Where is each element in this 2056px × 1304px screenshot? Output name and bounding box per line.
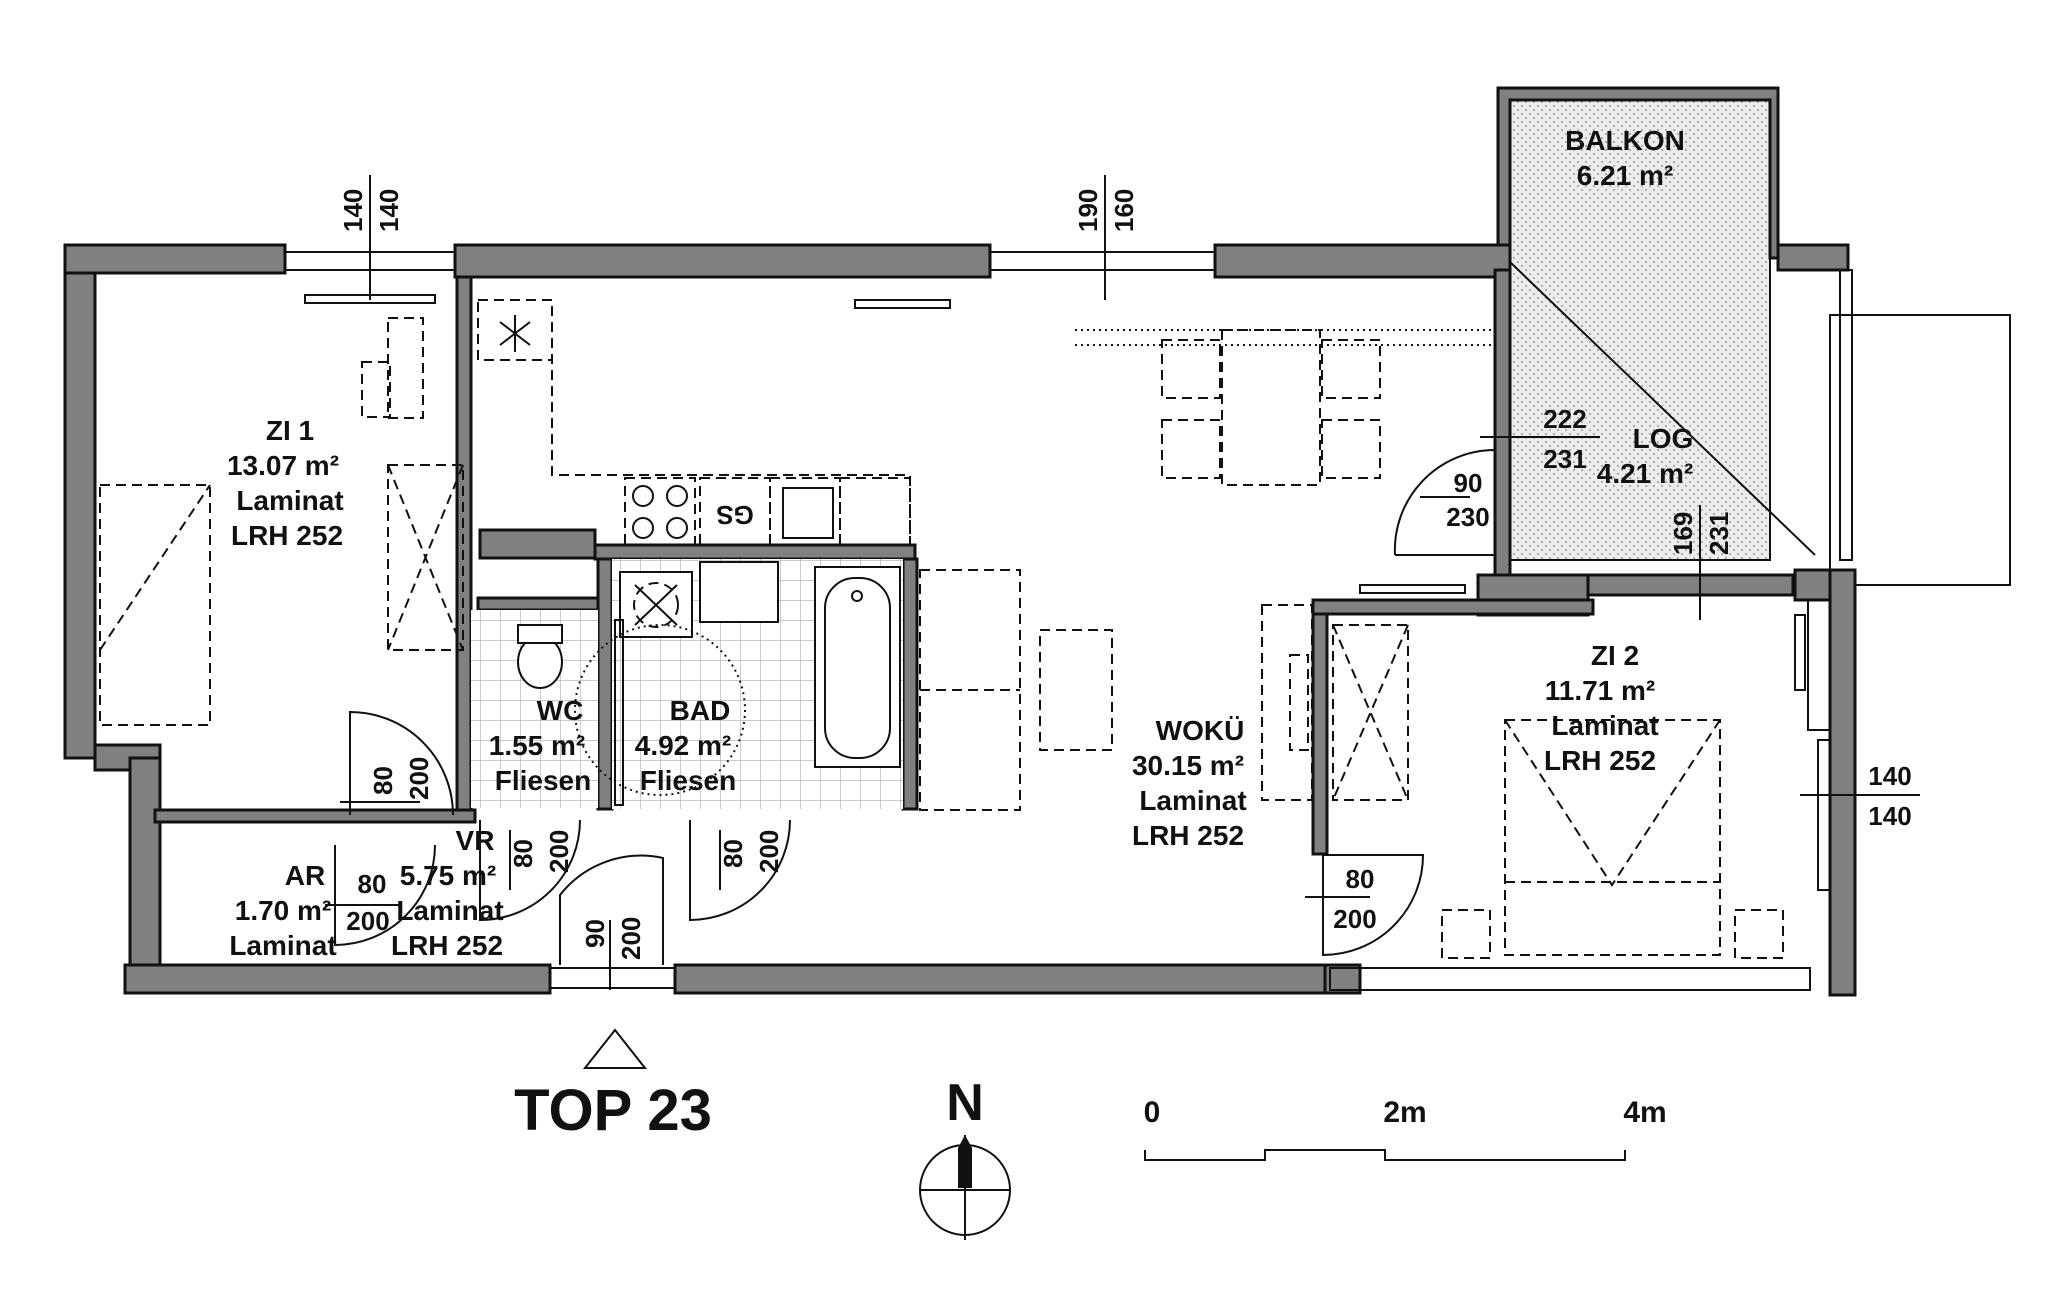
woku-height: LRH 252	[1132, 820, 1244, 851]
dim-door-bad-w: 80	[718, 839, 748, 868]
dim-win-zi2-top: 140	[1868, 761, 1911, 791]
dimension-labels: 140 140 190 160 222 231 90 230 169 231 1…	[338, 189, 1912, 960]
dim-win-zi1-top: 140	[338, 189, 368, 232]
zi1-name: ZI 1	[266, 415, 314, 446]
dim-door-zi2-w: 80	[1346, 864, 1375, 894]
bad-room	[574, 559, 903, 809]
room-label-zi2: ZI 2 11.71 m² Laminat LRH 252	[1544, 640, 1659, 776]
scale-label-2m: 2m	[1383, 1096, 1426, 1129]
walls	[63, 243, 1857, 997]
room-label-bad: BAD 4.92 m² Fliesen	[635, 695, 736, 796]
bad-name: BAD	[670, 695, 731, 726]
balcony-area	[1496, 86, 2011, 586]
zi2-floor: Laminat	[1551, 710, 1658, 741]
dim-win-log-top: 169	[1668, 512, 1698, 555]
vr-area: 5.75 m²	[400, 860, 497, 891]
woku-area: 30.15 m²	[1132, 750, 1244, 781]
zi2-name: ZI 2	[1591, 640, 1639, 671]
dim-win-log-bottom: 231	[1704, 512, 1734, 555]
zi2-area: 11.71 m²	[1545, 675, 1656, 706]
doors	[334, 448, 1496, 965]
zi1-area: 13.07 m²	[227, 450, 339, 481]
dim-door-bad-h: 200	[754, 830, 784, 873]
dim-win-woku-top: 190	[1073, 189, 1103, 232]
vr-height: LRH 252	[391, 930, 503, 961]
bad-area: 4.92 m²	[635, 730, 732, 761]
woku-name: WOKÜ	[1156, 715, 1245, 746]
dim-door-ar-w: 80	[358, 869, 387, 899]
dim-door-entry-w: 90	[580, 919, 610, 948]
zi2-height: LRH 252	[1544, 745, 1656, 776]
dim-door-log-top: 222	[1543, 404, 1586, 434]
woku-floor: Laminat	[1139, 785, 1246, 816]
dim-door-wc-w: 80	[508, 839, 538, 868]
log-area: 4.21 m²	[1597, 458, 1694, 489]
kitchen: GS	[477, 299, 951, 546]
wc-floor: Fliesen	[495, 765, 591, 796]
zi2-furniture	[1332, 584, 1806, 959]
room-label-ar: AR 1.70 m² Laminat	[229, 860, 336, 961]
log-name: LOG	[1633, 423, 1694, 454]
vr-floor: Laminat	[396, 895, 503, 926]
dim-win-woku-bottom: 160	[1109, 189, 1139, 232]
zi1-floor: Laminat	[236, 485, 343, 516]
vr-name: VR	[456, 825, 495, 856]
room-label-woku: WOKÜ 30.15 m² Laminat LRH 252	[1132, 715, 1247, 851]
ar-floor: Laminat	[229, 930, 336, 961]
dim-door-zi1-h: 200	[404, 757, 434, 800]
dim-win-zi2-bottom: 140	[1868, 801, 1911, 831]
ar-name: AR	[285, 860, 325, 891]
zi1-furniture	[99, 294, 464, 726]
wc-room	[471, 610, 598, 808]
wc-name: WC	[537, 695, 584, 726]
ar-area: 1.70 m²	[235, 895, 332, 926]
room-label-vr: VR 5.75 m² Laminat LRH 252	[391, 825, 504, 961]
scale-label-4m: 4m	[1623, 1096, 1666, 1129]
scale-label-0: 0	[1144, 1096, 1161, 1129]
wc-area: 1.55 m²	[489, 730, 586, 761]
dim-door-log-bottom: 231	[1543, 444, 1586, 474]
dim-win-zi1-bottom: 140	[374, 189, 404, 232]
room-label-wc: WC 1.55 m² Fliesen	[489, 695, 591, 796]
balkon-name: BALKON	[1565, 125, 1685, 156]
room-label-zi1: ZI 1 13.07 m² Laminat LRH 252	[227, 415, 344, 551]
room-label-balkon: BALKON 6.21 m²	[1565, 125, 1685, 191]
dimension-lines	[325, 175, 1920, 990]
balkon-area: 6.21 m²	[1577, 160, 1674, 191]
dim-door-zi1-w: 80	[368, 766, 398, 795]
dim-door-woku-w: 90	[1454, 468, 1483, 498]
dim-door-entry-h: 200	[616, 917, 646, 960]
north-arrow: N	[919, 1074, 1011, 1240]
dim-door-wc-h: 200	[544, 830, 574, 873]
scale-bar: 0 2m 4m	[1144, 1096, 1667, 1161]
entry-marker: TOP 23	[514, 1028, 712, 1143]
dim-door-ar-h: 200	[346, 906, 389, 936]
room-label-log: LOG 4.21 m²	[1597, 423, 1694, 489]
bad-floor: Fliesen	[640, 765, 736, 796]
plan-title: TOP 23	[514, 1078, 712, 1143]
dim-door-woku-h: 230	[1446, 502, 1489, 532]
zi1-height: LRH 252	[231, 520, 343, 551]
dim-door-zi2-h: 200	[1333, 904, 1376, 934]
cooktop-label: GS	[716, 500, 754, 530]
north-label: N	[946, 1074, 984, 1132]
